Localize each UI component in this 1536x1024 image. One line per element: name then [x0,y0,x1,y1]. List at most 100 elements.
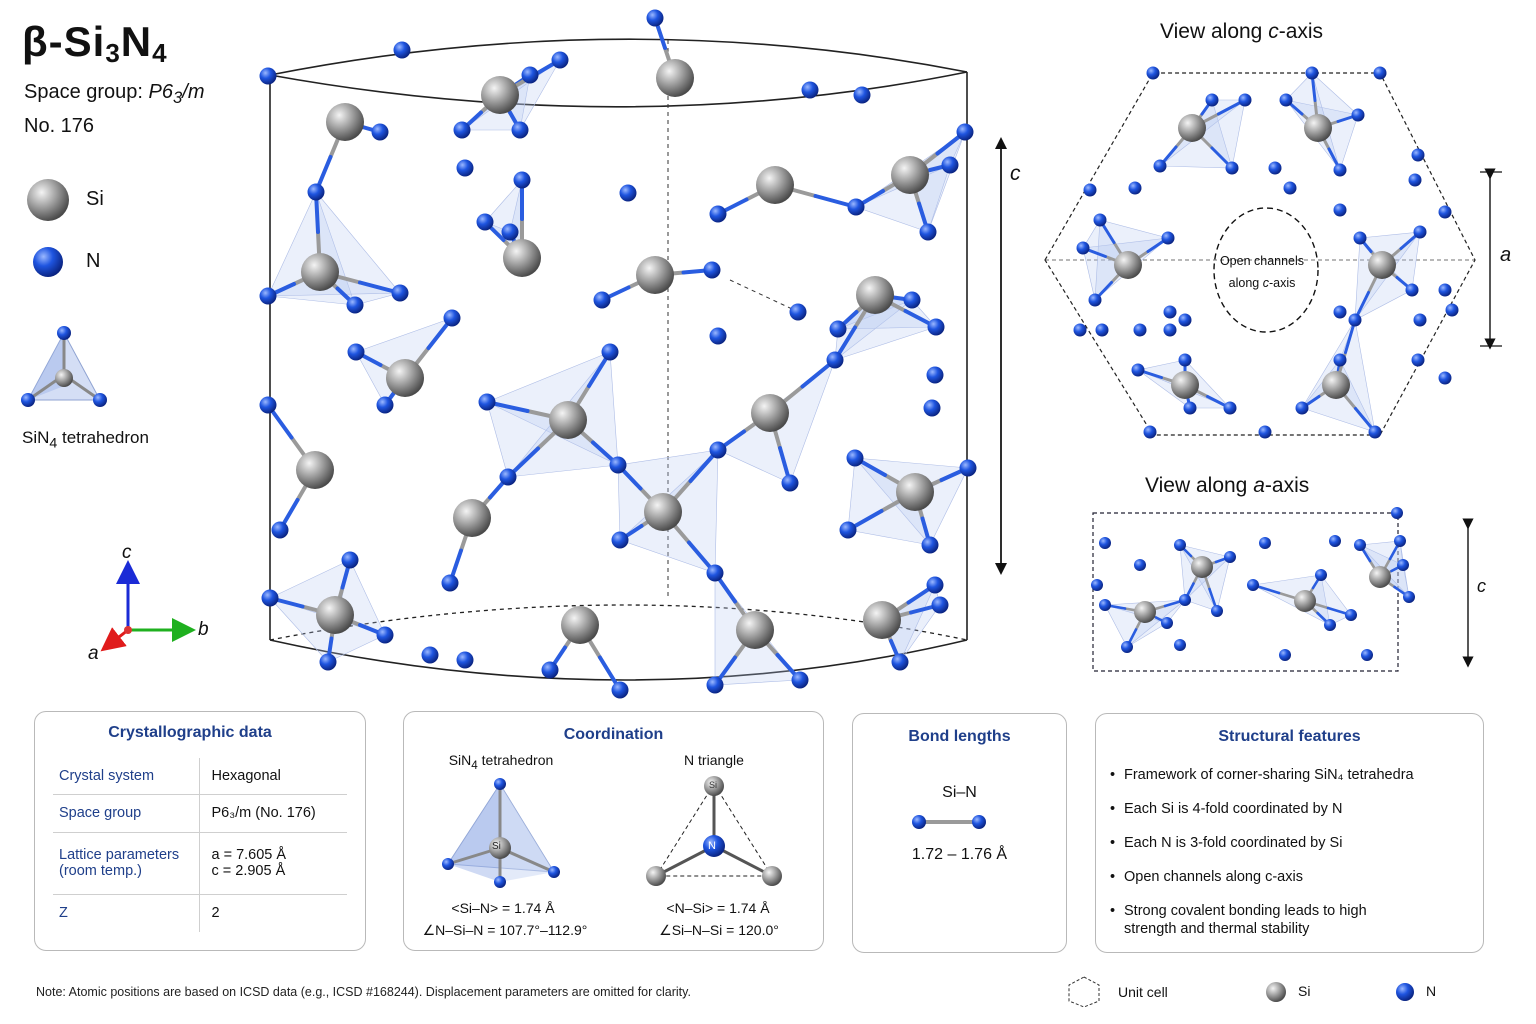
n-atom [1329,535,1341,547]
n-atom [839,521,857,539]
si-atom [301,253,339,291]
n-atom [1283,181,1297,195]
n-atom [1348,313,1362,327]
n-atom [706,676,724,694]
n-atom [371,123,389,141]
n-atom [1223,401,1237,415]
axis-label-a: a [88,643,99,664]
n-atom [1279,93,1293,107]
n-atom [1134,559,1146,571]
view-c-title-pre: View along [1160,20,1269,43]
channel-line-2: along c-axis [1210,272,1314,294]
structural-features-panel: Structural features Framework of corner-… [1095,713,1484,953]
n-atom [1268,161,1282,175]
coord-triangle-diagram [646,776,782,886]
si-atom [386,359,424,397]
n-atom [781,474,799,492]
list-item: Framework of corner-sharing SiN₄ tetrahe… [1110,766,1414,784]
n-atom [1279,649,1291,661]
n-atom [271,521,289,539]
n-atom [1143,425,1157,439]
tetrahedron-icon [21,326,107,407]
si-atom [863,601,901,639]
n-atom [1438,283,1452,297]
n-atom [1403,591,1415,603]
si-atom [756,166,794,204]
n-atom [1391,507,1403,519]
n-atom [1413,225,1427,239]
n-atom [476,213,494,231]
n-atom [259,67,277,85]
legend-n-label: N [86,250,101,272]
si-atom [1322,371,1350,399]
n-atom [1411,148,1425,162]
n-atom [1146,66,1160,80]
view-along-a-diagram [1091,507,1415,672]
si-atom [1191,556,1213,578]
n-atom [393,41,411,59]
si-atom [856,276,894,314]
n-atom [1099,537,1111,549]
si-atom [751,394,789,432]
n-atom [941,156,959,174]
n-atom [376,626,394,644]
n-atom [1373,66,1387,80]
n-atom [1224,551,1236,563]
axis-label-b: b [198,619,209,640]
n-atom [1083,183,1097,197]
coord-triangle-bond: <N–Si> = 1.74 Å [666,900,770,916]
coord-tetra-title-pre: SiN [448,752,472,768]
legend-tetra-sub: 4 [49,435,58,452]
coord-tetra-title-post: tetrahedron [477,752,554,768]
n-atom [891,653,909,671]
n-atom [1163,323,1177,337]
si-atom [636,256,674,294]
coord-tetra-bond: <Si–N> = 1.74 Å [451,900,555,916]
space-group-value: P6 [148,81,174,103]
n-atom [501,223,519,241]
n-atom [1174,639,1186,651]
title-main: β-Si [22,18,106,65]
n-atom [443,309,461,327]
structural-features-title: Structural features [1218,728,1361,745]
n-atom [619,184,637,202]
n-atom [1179,594,1191,606]
n-atom [1238,93,1252,107]
n-atom [609,456,627,474]
row-key: Lattice parameters(room temp.) [53,832,200,895]
coord-triangle-title: N triangle [684,752,744,768]
view-c-title-axis: c [1268,20,1279,43]
n-atom [1324,619,1336,631]
n-atom [1128,181,1142,195]
n-atom [1225,161,1239,175]
view-c-title-post: -axis [1278,20,1324,43]
n-atom [709,327,727,345]
n-atom [1438,205,1452,219]
n-atom [826,351,844,369]
space-group-number: No. 176 [24,115,95,137]
n-atom [646,9,664,27]
n-atom [1333,305,1347,319]
n-atom [926,366,944,384]
bond-icon [912,815,986,829]
n-atom [513,171,531,189]
coord-tetra-center-label: Si [492,841,501,852]
n-atom [1445,303,1459,317]
coord-tetra-angle: ∠N–Si–N = 107.7°–112.9° [422,922,588,938]
n-atom [791,671,809,689]
main-crystal-structure [259,9,977,699]
si-atom [1304,114,1332,142]
n-atom [347,343,365,361]
row-key: Crystal system [53,758,200,795]
n-atom [391,284,409,302]
n-atom [453,121,471,139]
n-atom [926,576,944,594]
si-atom [896,473,934,511]
title-sub-1: 3 [105,38,121,68]
n-atom [703,261,721,279]
